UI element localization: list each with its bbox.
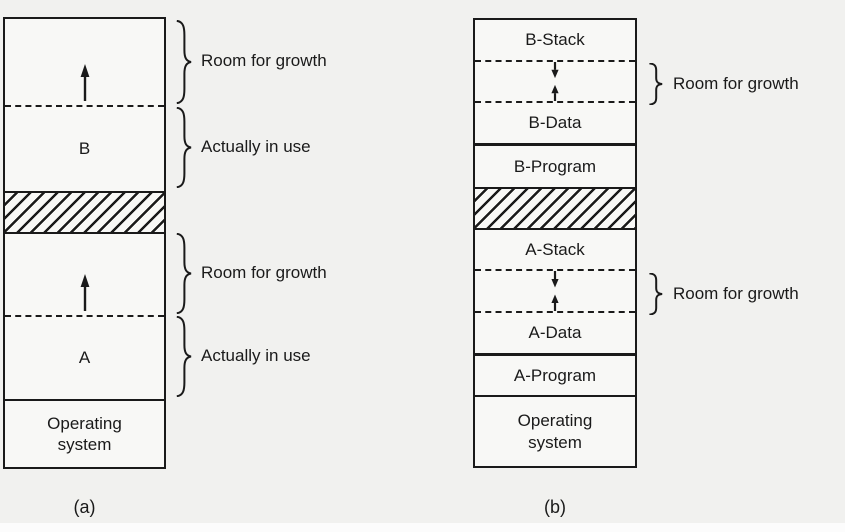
segment-label-b-stack: B-Stack [525,30,585,49]
bottom-strip [0,523,845,532]
annotation-actually-in-use-a: Actually in use [201,346,311,365]
segment-operating-system: Operating system [5,401,164,467]
right-brace-icon [173,107,192,188]
segment-label-a: A [78,348,91,367]
segment-label-a-program: A-Program [513,365,597,385]
segment-label-a-data: A-Data [528,323,582,342]
right-brace-icon [646,63,663,105]
os-label: Operating system [517,411,593,452]
room-for-growth-region-a [475,271,635,313]
annotation-room-for-growth-a: Room for growth [201,263,327,282]
up-arrow-icon [80,64,89,101]
annotation-room-for-growth-b: Room for growth [201,51,327,70]
bidirectional-growth-arrows-icon [551,62,559,101]
room-for-growth-region-b [475,62,635,103]
right-brace-icon [646,273,663,315]
memory-column-b: B-Stack B-Data B-Program A-Stack [473,18,637,468]
hatched-unused-region [475,187,635,230]
segment-a-data: A-Data [475,313,635,356]
os-label: Operating system [47,413,122,454]
segment-process-b: B [5,107,164,191]
segment-b-stack: B-Stack [475,20,635,62]
annotation-actually-in-use-b: Actually in use [201,137,311,156]
segment-operating-system: Operating system [475,397,635,466]
segment-process-a: A [5,317,164,401]
hatched-unused-region [5,191,164,234]
caption-a: (a) [73,497,96,517]
segment-label-b: B [78,139,91,158]
segment-label-b-program: B-Program [513,156,597,176]
right-brace-icon [173,20,192,104]
annotation-room-for-growth-b: Room for growth [673,74,799,93]
bidirectional-growth-arrows-icon [551,271,559,311]
caption-b: (b) [544,497,566,517]
segment-label-a-stack: A-Stack [525,239,585,259]
room-for-growth-region-b [5,19,164,107]
up-arrow-icon [80,274,89,311]
memory-column-a: B A Operating system [3,17,166,469]
segment-b-data: B-Data [475,103,635,146]
segment-label-b-data: B-Data [528,113,582,132]
segment-a-stack: A-Stack [475,230,635,271]
segment-a-program: A-Program [475,356,635,397]
right-brace-icon [173,233,192,314]
room-for-growth-region-a [5,234,164,317]
segment-b-program: B-Program [475,146,635,187]
annotation-room-for-growth-a: Room for growth [673,284,799,303]
right-brace-icon [173,316,192,397]
